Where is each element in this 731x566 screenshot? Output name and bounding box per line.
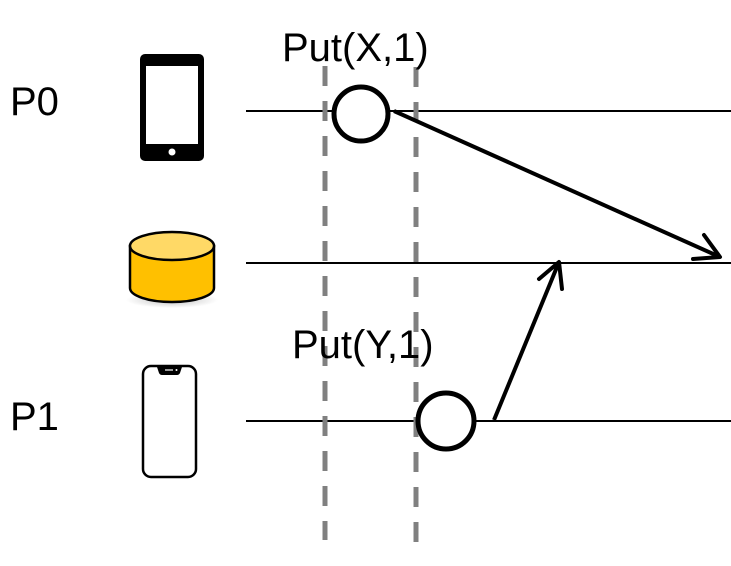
message-arrow-p0-to-db	[393, 109, 722, 261]
event-circle-put-x[interactable]	[331, 84, 391, 144]
event-label-put-x: Put(X,1)	[282, 26, 429, 70]
tablet-phone-icon	[140, 54, 204, 161]
event-label-put-y: Put(Y,1)	[292, 323, 434, 367]
message-arrow-p1-to-db	[492, 260, 564, 421]
smartphone-icon	[141, 364, 198, 479]
process-label-p1: P1	[10, 395, 59, 439]
database-icon	[126, 230, 218, 308]
event-circle-put-y[interactable]	[415, 390, 477, 452]
process-label-p0: P0	[10, 80, 59, 124]
